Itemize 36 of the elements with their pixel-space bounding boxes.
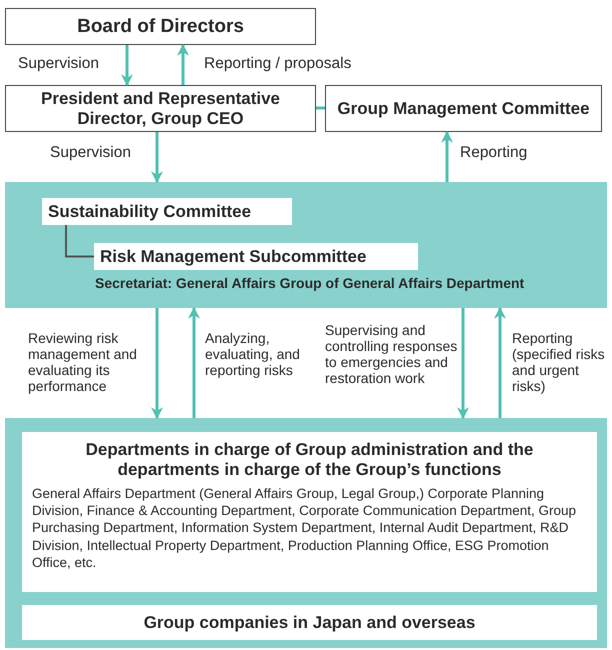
departments-box [22,432,597,592]
arrow [441,130,453,182]
secretariat-note: Secretariat: General Affairs Group of General Affairs Department [95,275,524,291]
box-label: Risk Management Subcommittee [100,246,366,266]
department-list: General Affairs Department (General Affairs Group, Legal Group,) Corporate Planning Division, Finance & Accounting Department, Corporate Communication Department, Group Purchasing Department, Information System Department, Internal Audit Department, R&D Division, Intellectual Property Department, Production Planning Office, ESG Promotion Office, etc. [32,484,587,572]
box-label: Group companies in Japan and overseas [144,612,476,632]
edge-label: Analyzing, evaluating, and reporting risks [205,330,301,378]
arrow [151,132,163,184]
box-heading: Departments in charge of Group administration and the departments in charge of the Group’s functions [84,440,534,481]
arrow [494,306,506,418]
board-box [5,8,316,45]
arrow [457,308,469,420]
arrow [151,308,163,420]
edge-label: Reviewing risk management and evaluating its performance [28,330,138,394]
box-label: President and Representative Director, Group CEO [40,88,282,128]
edge-label: Reporting / proposals [204,55,352,73]
committee-box [42,198,292,225]
box-label: Board of Directors [77,16,244,38]
box-label: Group Management Committee [337,98,590,118]
committee-box [325,85,602,132]
departments-band [5,418,607,648]
edge-label: Reporting [460,144,528,162]
arrow [121,45,133,86]
connector-line [316,106,325,110]
edge-label: Supervision [18,55,100,73]
edge-label: Reporting (specified risks and urgent risks) [512,330,606,394]
edge-label: Supervising and controlling responses to emergencies and restoration work [325,322,458,386]
arrow [177,44,189,85]
committee-band [5,182,607,308]
president-box [5,85,316,132]
edge-label: Supervision [50,144,132,162]
box-label: Sustainability Committee [48,202,252,222]
connector-line [65,225,94,258]
subcommittee-box [94,243,418,270]
arrow [188,306,200,418]
group-companies-box [22,605,597,640]
